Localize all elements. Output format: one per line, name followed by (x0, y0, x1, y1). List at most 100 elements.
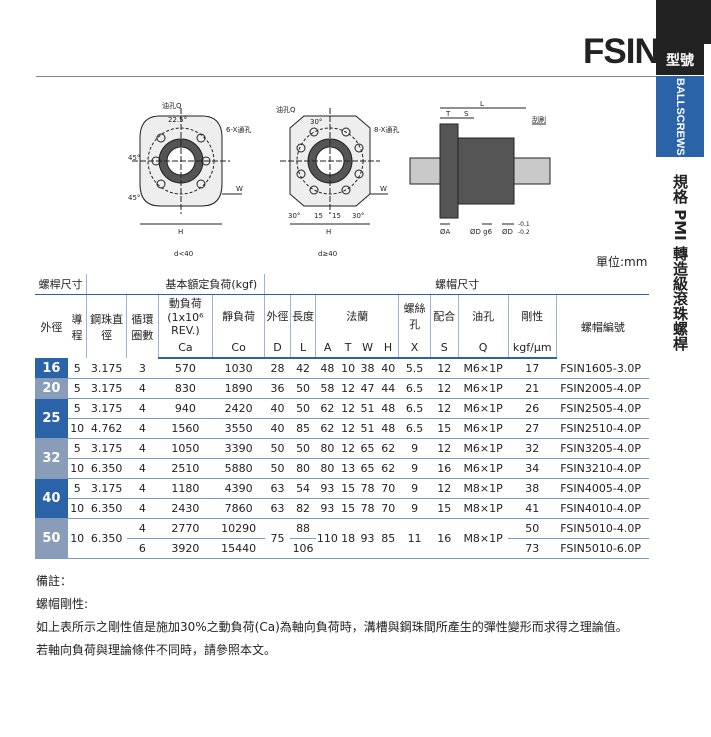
header-bolt-hole: 螺絲孔 (398, 294, 431, 337)
cell-k: 41 (508, 498, 557, 519)
cell-h: 40 (377, 358, 399, 379)
cell-q: M6×1P (458, 358, 509, 379)
flange-front-view-8-hole (280, 108, 388, 225)
cell-x: 6.5 (398, 398, 431, 419)
d1-angle-45b: 45° (128, 194, 140, 202)
cell-h: 70 (377, 498, 399, 519)
cell-lead: 5 (67, 478, 87, 499)
cell-co: 2420 (212, 398, 265, 419)
cell-a: 80 (315, 458, 339, 479)
cell-x: 6.5 (398, 378, 431, 399)
cell-part: FSIN2505-4.0P (556, 398, 649, 419)
cell-lead: 5 (67, 398, 87, 419)
cell-k: 26 (508, 398, 557, 419)
cell-h: 62 (377, 458, 399, 479)
header-co: Co (212, 337, 266, 359)
cell-d: 40 (264, 398, 291, 419)
d3-tol-lower: -0.2 (518, 229, 530, 236)
cell-l: 50 (290, 378, 316, 399)
d1-angle-45a: 45° (128, 154, 140, 162)
cell-x: 9 (398, 458, 431, 479)
cell-k: 32 (508, 438, 557, 459)
header-nut-od: 外徑 (264, 294, 291, 337)
cell-co: 4390 (212, 478, 265, 499)
cell-x: 11 (398, 518, 431, 559)
cell-s: 12 (430, 378, 459, 399)
cell-t: 12 (338, 398, 358, 419)
cell-co: 10290 (212, 518, 265, 539)
cell-dia: 16 (35, 358, 68, 379)
header-x: X (398, 337, 431, 359)
cell-lead: 10 (67, 458, 87, 479)
cell-circ: 4 (126, 438, 159, 459)
notes-title: 螺帽剛性: (36, 597, 89, 611)
cell-lead: 10 (67, 498, 87, 519)
cell-s: 12 (430, 438, 459, 459)
cell-a: 93 (315, 498, 339, 519)
d2-dim-15a: 15 (314, 212, 323, 220)
d1-angle: 22.5° (168, 116, 187, 124)
cell-a: 62 (315, 418, 339, 439)
header-ca: Ca (158, 337, 214, 359)
table-row: 32 5 3.175 4 1050 3390 50 50 80 12 65 62… (35, 438, 649, 479)
cell-s: 16 (430, 518, 459, 559)
cell-d: 50 (264, 438, 291, 459)
cell-dia: 32 (35, 438, 68, 479)
header-oil-hole: 油孔 (458, 294, 509, 337)
cell-co: 7860 (212, 498, 265, 519)
cell-q: M6×1P (458, 378, 509, 399)
header-length: 長度 (290, 294, 317, 337)
cell-s: 15 (430, 418, 459, 439)
header-screw-size: 螺桿尺寸 (35, 274, 88, 295)
table-row: 20 5 3.175 4 830 1890 36 50 58 12 47 44 … (35, 378, 649, 399)
cell-t: 12 (338, 418, 358, 439)
cell-q: M8×1P (458, 478, 509, 499)
cell-ball: 6.350 (86, 518, 127, 559)
cell-x: 5.5 (398, 358, 431, 379)
d1-note: d<40 (174, 250, 193, 258)
cell-circ: 4 (126, 498, 159, 519)
cell-k: 50 (508, 518, 557, 539)
cell-d: 75 (264, 518, 291, 559)
cell-dia: 20 (35, 378, 68, 399)
table-row: 10 4.762 4 1560 3550 40 85 62 12 51 48 6… (35, 418, 649, 439)
header-od: 外徑 (40, 320, 63, 334)
cell-circ: 4 (126, 418, 159, 439)
header-basic-load: 基本額定負荷(kgf) (158, 274, 266, 295)
d1-oil-label: 油孔Q (162, 101, 182, 110)
header-static-load: 靜負荷 (212, 294, 266, 337)
cell-w: 51 (357, 418, 378, 439)
d3-dA: ØA (440, 228, 451, 236)
table-row: 10 6.350 4 2510 5880 50 80 80 13 65 62 9… (35, 458, 649, 479)
d2-h: H (326, 228, 331, 236)
cell-ca: 1050 (158, 438, 213, 459)
cell-dia: 50 (35, 518, 68, 559)
d3-dD2: ØD (502, 228, 513, 236)
spec-table: 螺桿尺寸 基本額定負荷(kgf) 螺帽尺寸 外徑 導程 鋼珠直徑 循環圈數 動負… (35, 274, 649, 559)
cell-part: FSIN2510-4.0P (556, 418, 649, 439)
cell-d: 28 (264, 358, 291, 379)
cell-lead: 5 (67, 438, 87, 459)
d3-wiper: 刮刷 (532, 115, 546, 124)
cell-ball: 3.175 (86, 438, 127, 459)
technical-drawing: 油孔Q 22.5° 6-X通孔 45° 45° W H d<40 油孔Q 30°… (128, 100, 551, 258)
cell-ca: 2770 (158, 518, 213, 539)
header-d: D (264, 337, 291, 359)
cell-t: 15 (338, 498, 358, 519)
cell-ball: 3.175 (86, 398, 127, 419)
cell-x: 9 (398, 438, 431, 459)
cell-x: 6.5 (398, 418, 431, 439)
cell-co: 1030 (212, 358, 265, 379)
d3-tol-upper: -0.1 (518, 221, 530, 228)
cell-k: 21 (508, 378, 557, 399)
cell-co: 5880 (212, 458, 265, 479)
cell-l: 50 (290, 398, 316, 419)
cell-lead: 5 (67, 378, 87, 399)
cell-a: 110 (315, 518, 339, 559)
header-circuits: 循環圈數 (126, 294, 159, 358)
cell-d: 50 (264, 458, 291, 479)
cell-lead: 10 (67, 518, 87, 559)
cell-dia: 25 (35, 398, 68, 439)
header-flange: 法蘭 (315, 294, 400, 337)
cell-circ: 3 (126, 358, 159, 379)
